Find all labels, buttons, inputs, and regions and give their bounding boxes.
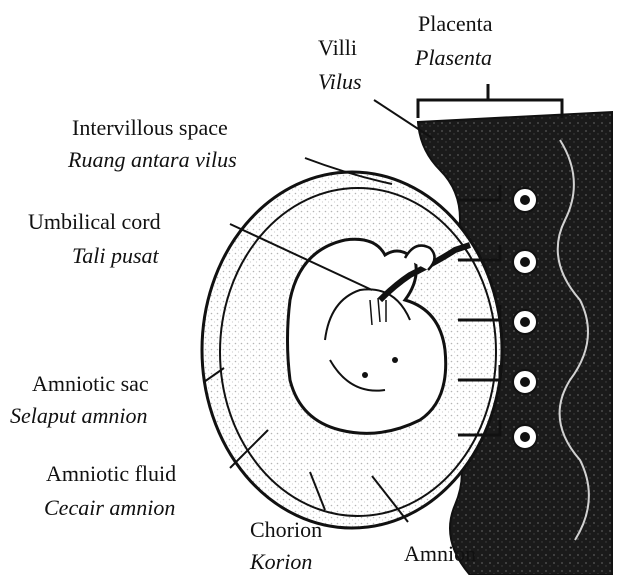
umbilical-label-ms: Tali pusat bbox=[72, 244, 159, 268]
villi-label: Villi bbox=[318, 36, 357, 60]
chorion-label-ms: Korion bbox=[250, 550, 312, 574]
placenta-label-ms: Plasenta bbox=[415, 46, 492, 70]
villi-label-ms: Vilus bbox=[318, 70, 362, 94]
amniotic-fluid-label-ms: Cecair amnion bbox=[44, 496, 175, 520]
chorion-label: Chorion bbox=[250, 518, 322, 542]
amniotic-sac-label: Amniotic sac bbox=[32, 372, 149, 396]
amniotic-sac-label-ms: Selaput amnion bbox=[10, 404, 148, 428]
amniotic-fluid-label: Amniotic fluid bbox=[46, 462, 176, 486]
intervillous-label: Intervillous space bbox=[72, 116, 228, 140]
placenta-label: Placenta bbox=[418, 12, 493, 36]
umbilical-label: Umbilical cord bbox=[28, 210, 161, 234]
intervillous-label-ms: Ruang antara vilus bbox=[68, 148, 237, 172]
amnion-label: Amnion bbox=[404, 542, 476, 566]
